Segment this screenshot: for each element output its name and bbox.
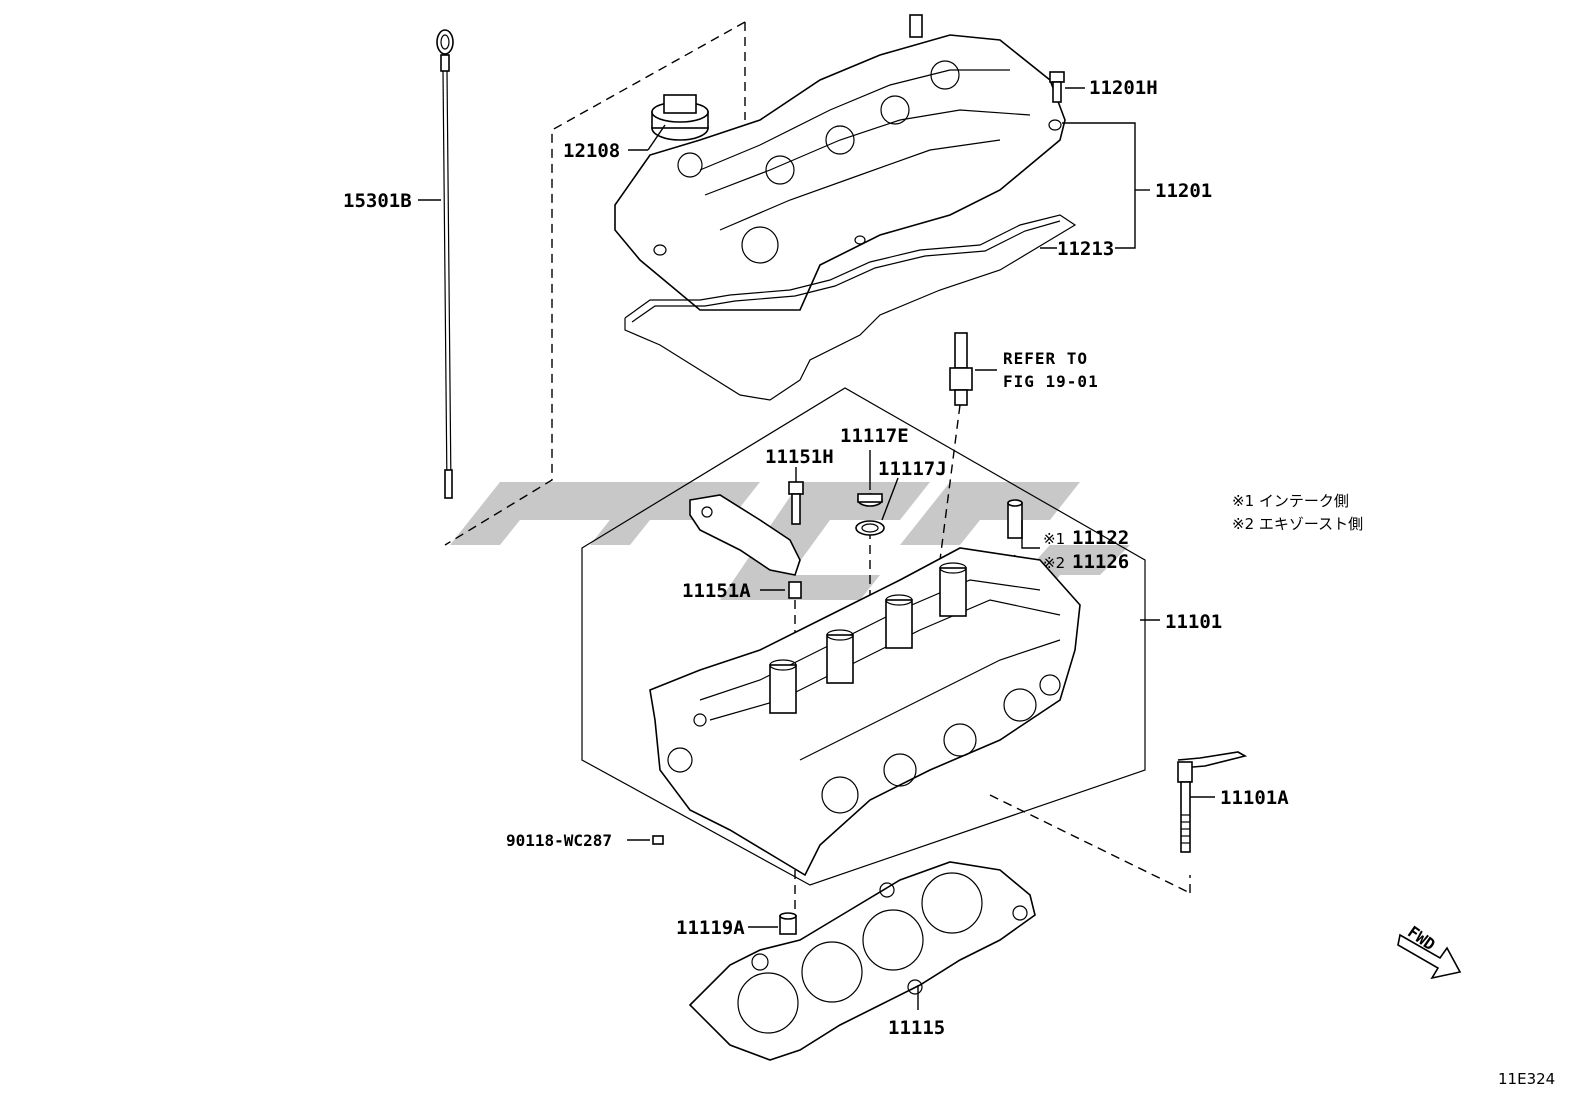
label-90118-WC287: 90118-WC287	[506, 831, 612, 850]
marker-1: ※1	[1043, 530, 1065, 548]
plug-90118-part	[652, 835, 664, 845]
dowel-11119A-part	[779, 912, 797, 935]
figure-id: 11E324	[1498, 1070, 1555, 1088]
head-bolt-part	[1177, 751, 1248, 853]
note-exhaust: ※2 エキゾースト側	[1232, 515, 1363, 533]
valve-guide-part	[1007, 499, 1023, 539]
label-11213: 11213	[1057, 238, 1114, 260]
gasket-11117J-part	[855, 520, 885, 536]
dipstick-part	[436, 29, 454, 499]
guide-line-upper	[444, 21, 746, 546]
cover-gasket-part	[624, 214, 1077, 401]
head-gasket-part	[688, 861, 1036, 1061]
label-11126: 11126	[1072, 551, 1129, 573]
label-11117E: 11117E	[840, 425, 909, 447]
fwd-arrow-icon	[1397, 933, 1462, 980]
oil-filler-cap-part	[651, 94, 709, 141]
label-11122: 11122	[1072, 527, 1129, 549]
label-12108: 12108	[563, 140, 620, 162]
label-11151A: 11151A	[682, 580, 751, 602]
head-cover-part	[614, 14, 1066, 311]
label-11117J: 11117J	[878, 458, 947, 480]
label-11119A: 11119A	[676, 917, 745, 939]
pin-11151A-part	[788, 581, 802, 599]
fig-ref-text: FIG 19-01	[1003, 372, 1099, 391]
label-11101A: 11101A	[1220, 787, 1289, 809]
spark-plug-part	[949, 332, 973, 406]
label-11115: 11115	[888, 1017, 945, 1039]
note-intake: ※1 インテーク側	[1232, 492, 1349, 510]
cover-bolt-part	[1049, 71, 1065, 103]
bearing-cap-part	[689, 494, 801, 576]
label-11201: 11201	[1155, 180, 1212, 202]
label-11101: 11101	[1165, 611, 1222, 633]
refer-to-text: REFER TO	[1003, 349, 1088, 368]
seal-11117E-part	[857, 493, 883, 507]
cylinder-head-part	[649, 547, 1081, 877]
marker-2: ※2	[1043, 554, 1065, 572]
label-11201H: 11201H	[1089, 77, 1158, 99]
label-15301B: 15301B	[343, 190, 412, 212]
bolt-11151H-part	[788, 481, 804, 525]
label-11151H: 11151H	[765, 446, 834, 468]
assembly-box	[581, 387, 1146, 886]
